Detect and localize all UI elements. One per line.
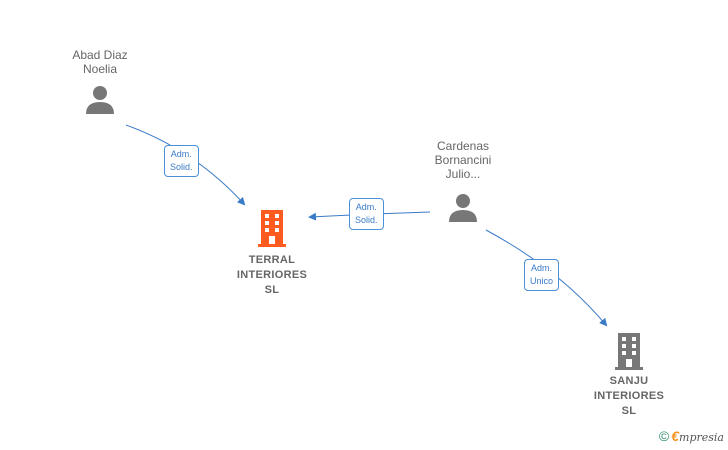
- edge-label-line1: Adm.: [531, 263, 553, 273]
- node-cardenas-bornancini[interactable]: Cardenas Bornancini Julio...: [418, 139, 508, 222]
- person-name-line3: Julio...: [445, 167, 481, 181]
- edge-label-line2: Solid.: [170, 162, 193, 172]
- edge-label-cardenas-terral[interactable]: Adm. Solid.: [349, 198, 384, 230]
- company-name-line1: SANJU: [609, 375, 649, 387]
- company-name-line3: SL: [264, 284, 280, 296]
- company-name-line2: INTERIORES: [236, 269, 308, 281]
- edge-label-abad-terral[interactable]: Adm. Solid.: [164, 145, 199, 177]
- company-name-line2: INTERIORES: [593, 390, 665, 402]
- copyright-icon: ©: [658, 428, 670, 444]
- building-icon: [615, 333, 643, 370]
- person-name-line1: Abad Diaz: [72, 48, 128, 62]
- empresia-logo: ©€mpresia: [659, 428, 724, 444]
- person-name-line2: Bornancini: [434, 153, 492, 167]
- person-name-line1: Cardenas: [436, 139, 490, 153]
- node-abad-diaz-noelia[interactable]: Abad Diaz Noelia: [55, 48, 145, 114]
- edge-label-line2: Unico: [530, 276, 554, 286]
- company-name-line3: SL: [621, 405, 637, 417]
- edge-label-line1: Adm.: [170, 149, 192, 159]
- building-icon: [258, 210, 286, 247]
- edge-label-cardenas-sanju[interactable]: Adm. Unico: [524, 259, 560, 291]
- person-icon: [449, 194, 477, 222]
- company-name-line1: TERRAL: [248, 254, 296, 266]
- person-icon: [86, 86, 114, 114]
- node-sanju-interiores[interactable]: SANJU INTERIORES SL: [579, 333, 679, 419]
- edge-label-line1: Adm.: [355, 202, 377, 212]
- logo-text: mpresia: [679, 431, 724, 444]
- edge-label-line2: Solid.: [355, 215, 378, 225]
- logo-initial: €: [671, 428, 680, 444]
- person-name-line2: Noelia: [82, 62, 118, 76]
- node-terral-interiores[interactable]: TERRAL INTERIORES SL: [222, 210, 322, 298]
